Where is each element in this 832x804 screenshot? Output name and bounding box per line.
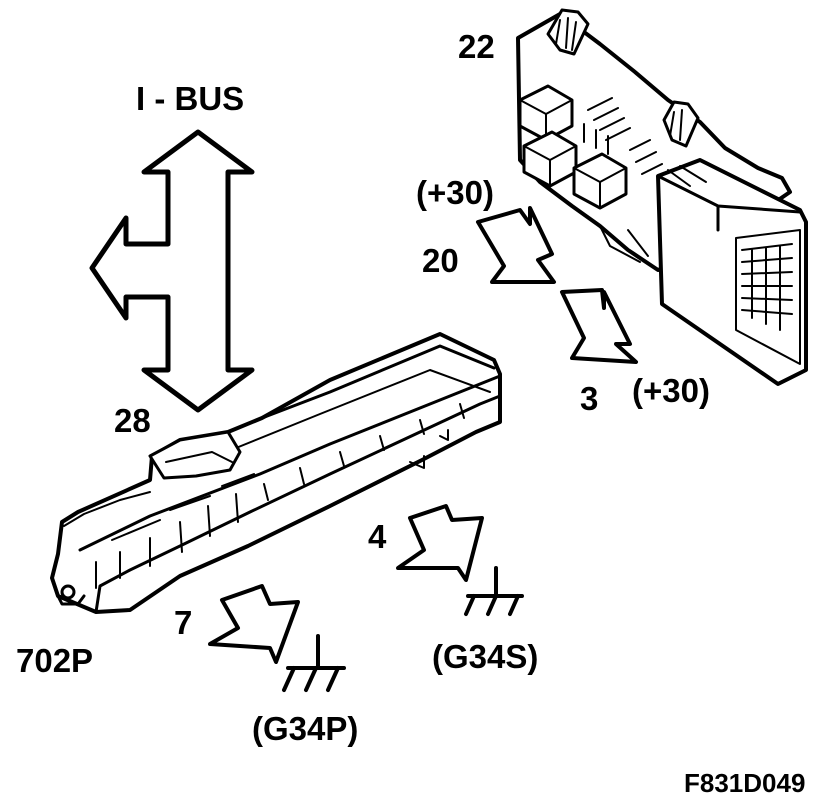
label-i-bus: I - BUS	[136, 80, 244, 117]
label-4: 4	[368, 518, 387, 555]
label-g34s: (G34S)	[432, 638, 538, 675]
label-28: 28	[114, 402, 151, 439]
arrow-4	[396, 504, 484, 582]
label-20: 20	[422, 242, 459, 279]
arrow-3	[560, 288, 638, 364]
label-3: 3	[580, 380, 598, 417]
label-7: 7	[174, 604, 192, 641]
label-22: 22	[458, 28, 495, 65]
arrow-7	[208, 584, 300, 664]
label-plus30-upper: (+30)	[416, 174, 494, 211]
label-702p: 702P	[16, 642, 93, 679]
ground-g34s	[464, 566, 524, 616]
fuse-box-22	[516, 8, 808, 386]
arrow-20	[476, 206, 556, 284]
figure-code: F831D049	[684, 768, 805, 798]
ground-g34p	[282, 634, 346, 692]
label-g34p: (G34P)	[252, 710, 358, 747]
control-module-702p	[50, 332, 502, 614]
label-plus30-lower: (+30)	[632, 372, 710, 409]
i-bus-arrow	[89, 129, 255, 413]
